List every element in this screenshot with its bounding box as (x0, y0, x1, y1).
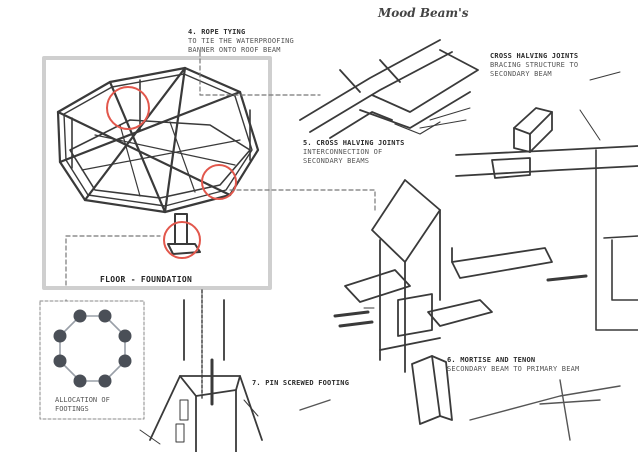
label-cross-halving-5: 5. CROSS HALVING JOINTS INTERCONNECTION … (303, 139, 405, 166)
allocation-octagon (59, 315, 126, 382)
label-allocation: ALLOCATION OF FOOTINGS (55, 396, 110, 414)
footing-dots (53, 309, 132, 388)
label-pin-screwed-title: 7. PIN SCREWED FOOTING (252, 379, 350, 387)
label-cross-halving-5-title: 5. CROSS HALVING JOINTS (303, 139, 405, 147)
label-mortise-tenon-title: 6. MORTISE AND TENON (447, 356, 536, 364)
octagonal-pavilion (56, 66, 260, 255)
footing-dot (53, 354, 67, 368)
footing-dot (98, 309, 112, 323)
label-rope-tying: 4. ROPE TYING TO TIE THE WATERPROOFING B… (188, 28, 294, 55)
cross-halving-top-detail (419, 71, 638, 179)
label-cross-halving-5-line2: SECONDARY BEAMS (303, 157, 370, 165)
highlight-halving (201, 164, 237, 200)
highlight-footing (163, 221, 201, 259)
label-cross-halving-top-line2: SECONDARY BEAM (490, 70, 552, 78)
label-cross-halving-top-line1: BRACING STRUCTURE TO (490, 61, 579, 69)
label-allocation-line2: FOOTINGS (55, 405, 89, 413)
footing-dot (118, 329, 132, 343)
label-rope-tying-line1: TO TIE THE WATERPROOFING (188, 37, 294, 45)
highlight-rope (106, 86, 150, 130)
label-mortise-tenon-line1: SECONDARY BEAM TO PRIMARY BEAM (447, 365, 580, 373)
leader-lines (65, 51, 376, 301)
label-rope-tying-title: 4. ROPE TYING (188, 28, 246, 36)
footing-dot (118, 354, 132, 368)
label-allocation-line1: ALLOCATION OF (55, 396, 110, 404)
label-pin-screwed: 7. PIN SCREWED FOOTING (252, 379, 349, 388)
label-cross-halving-top: CROSS HALVING JOINTS BRACING STRUCTURE T… (490, 52, 578, 79)
allocation-box (39, 300, 145, 420)
label-rope-tying-line2: BANNER ONTO ROOF BEAM (188, 46, 281, 54)
header-note: Mood Beam's (378, 6, 469, 20)
label-floor-foundation: FLOOR - FOUNDATION (100, 275, 193, 284)
footing-dot (73, 374, 87, 388)
label-cross-halving-5-line1: INTERCONNECTION OF (303, 148, 383, 156)
rope-tying-detail (299, 39, 479, 139)
label-cross-halving-top-title: CROSS HALVING JOINTS (490, 52, 579, 60)
sketch-strokes (299, 379, 621, 441)
footing-dot (98, 374, 112, 388)
structure-frame (42, 56, 272, 290)
label-mortise-tenon: 6. MORTISE AND TENON SECONDARY BEAM TO P… (447, 356, 579, 374)
mortise-tenon-detail (333, 179, 588, 425)
footing-dot (73, 309, 87, 323)
footing-dot (53, 329, 67, 343)
right-post-detail (579, 109, 638, 331)
pin-screwed-footing (139, 289, 263, 452)
